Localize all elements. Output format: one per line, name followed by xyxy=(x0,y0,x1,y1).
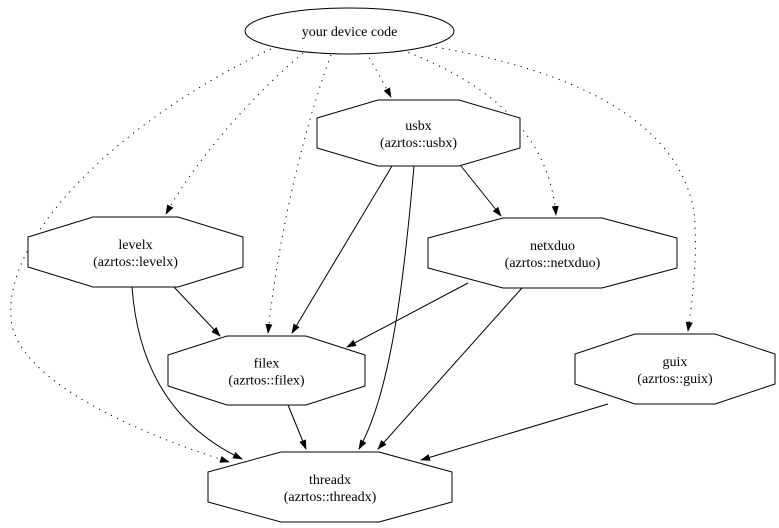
edge-device-threadx xyxy=(10,48,272,463)
edge-filex-threadx xyxy=(287,404,307,450)
node-threadx: threadx(azrtos::threadx) xyxy=(207,451,453,523)
edge-guix-threadx xyxy=(420,403,609,461)
usbx-octagon xyxy=(316,99,521,167)
edge-device-filex xyxy=(265,54,332,334)
edge-device-usbx xyxy=(365,51,392,98)
guix-label: guix(azrtos::guix) xyxy=(637,355,713,387)
node-guix: guix(azrtos::guix) xyxy=(574,333,776,405)
threadx-label: threadx(azrtos::threadx) xyxy=(284,473,377,505)
levelx-octagon xyxy=(27,216,244,288)
edge-usbx-filex xyxy=(291,165,393,334)
edge-usbx-threadx xyxy=(358,165,415,450)
edge-levelx-threadx xyxy=(131,286,243,460)
edge-netxduo-threadx xyxy=(377,287,523,450)
guix-octagon xyxy=(574,333,776,405)
netxduo-label: netxduo(azrtos::netxduo) xyxy=(505,239,601,271)
device-label: your device code xyxy=(302,25,398,40)
node-levelx: levelx(azrtos::levelx) xyxy=(27,216,244,288)
threadx-octagon xyxy=(207,451,453,523)
edge-netxduo-filex xyxy=(346,282,469,348)
node-filex: filex(azrtos::filex) xyxy=(167,335,366,406)
levelx-label: levelx(azrtos::levelx) xyxy=(93,238,178,270)
usbx-label: usbx(azrtos::usbx) xyxy=(380,119,457,151)
netxduo-octagon xyxy=(427,217,678,289)
node-device: your device code xyxy=(244,7,455,55)
filex-label: filex(azrtos::filex) xyxy=(228,357,305,389)
node-netxduo: netxduo(azrtos::netxduo) xyxy=(427,217,678,289)
node-usbx: usbx(azrtos::usbx) xyxy=(316,99,521,167)
edge-usbx-netxduo xyxy=(460,165,502,217)
edge-levelx-filex xyxy=(173,286,221,337)
filex-octagon xyxy=(167,335,366,406)
edge-device-levelx xyxy=(165,52,304,215)
device-ellipse xyxy=(244,7,455,55)
